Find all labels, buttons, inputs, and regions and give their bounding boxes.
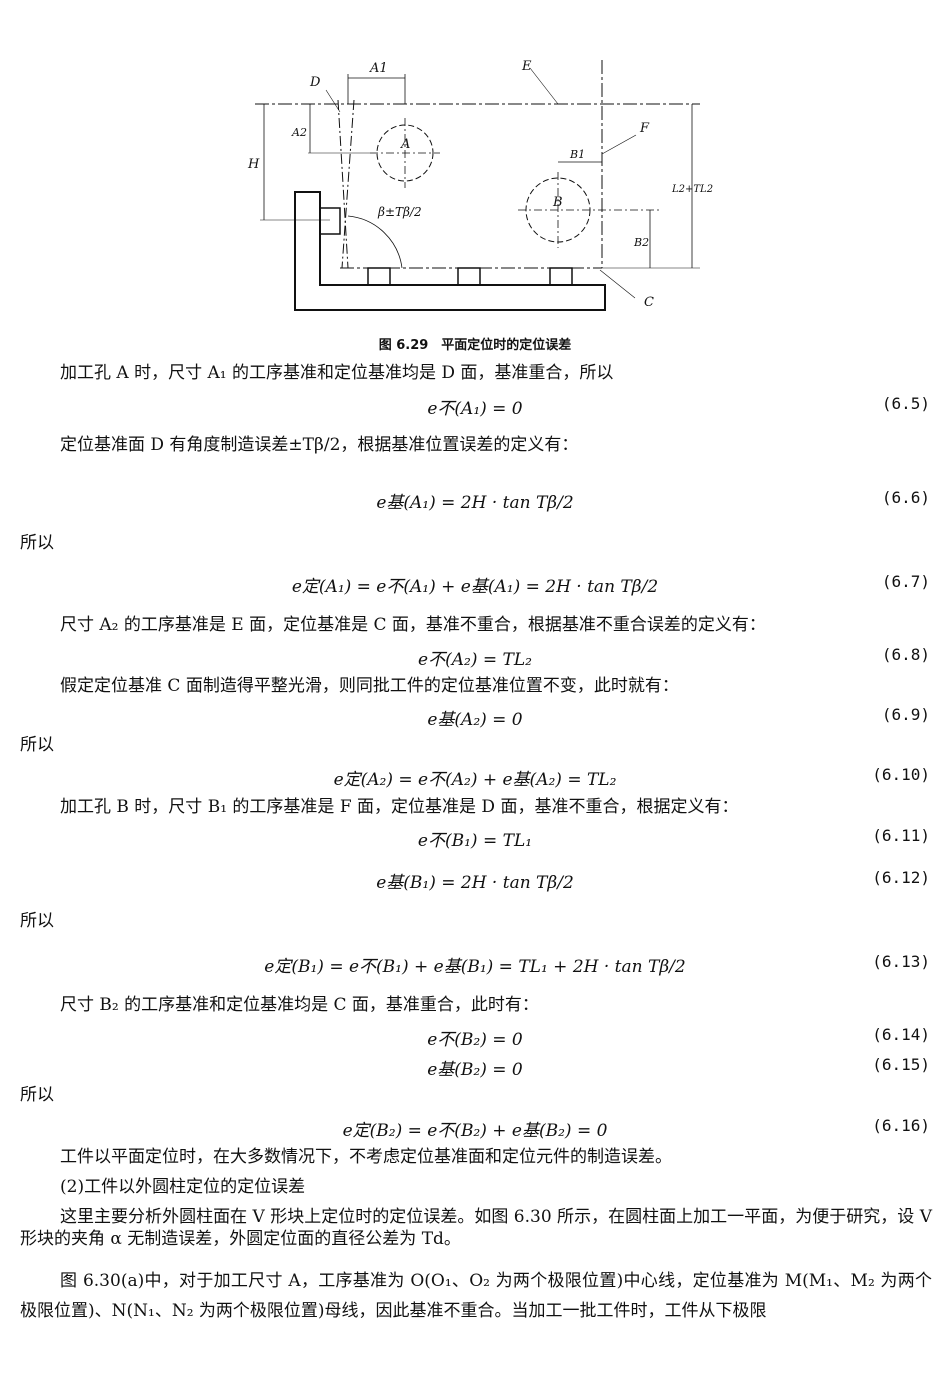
label-h: H: [247, 157, 260, 172]
paragraph-4: 假定定位基准 C 面制造得平整光滑，则同批工件的定位基准位置不变，此时就有：: [60, 676, 679, 696]
equation-body: e不(B₁) = TL₁: [417, 831, 533, 851]
equation-number: (6.9): [881, 705, 930, 724]
paragraph-5: 加工孔 B 时，尺寸 B₁ 的工序基准是 F 面，定位基准是 D 面，基准不重合…: [60, 797, 739, 817]
equation-6-10: e定(A₂) = e不(A₂) + e基(A₂) = TL₂ (6.10): [0, 765, 950, 805]
so-4: 所以: [20, 1085, 54, 1105]
equation-6-14: e不(B₂) = 0 (6.14): [0, 1025, 950, 1065]
label-beta: β±Tβ/2: [377, 205, 422, 219]
label-b2: B2: [633, 236, 649, 249]
figure-6-29: A1 D E F H A2 A B1 B B2 L2+TL2 β±Tβ/2 C: [240, 40, 720, 330]
equation-number: (6.14): [872, 1025, 930, 1044]
equation-6-7: e定(A₁) = e不(A₁) + e基(A₁) = 2H · tan Tβ/2…: [0, 572, 950, 612]
paragraph-8: (2)工件以外圆柱定位的定位误差: [60, 1177, 306, 1197]
label-c: C: [644, 295, 654, 310]
paragraph-3: 尺寸 A₂ 的工序基准是 E 面，定位基准是 C 面，基准不重合，根据基准不重合…: [60, 615, 766, 635]
equation-number: (6.15): [872, 1055, 930, 1074]
equation-number: (6.10): [872, 765, 930, 784]
figure-caption: 图 6.29 平面定位时的定位误差: [378, 338, 572, 353]
equation-number: (6.7): [881, 572, 930, 591]
label-a2: A2: [291, 126, 307, 139]
equation-body: e不(B₂) = 0: [427, 1030, 523, 1050]
equation-6-6: e基(A₁) = 2H · tan Tβ/2 (6.6): [0, 488, 950, 528]
equation-6-11: e不(B₁) = TL₁ (6.11): [0, 826, 950, 866]
equation-6-12: e基(B₁) = 2H · tan Tβ/2 (6.12): [0, 868, 950, 908]
label-b1: B1: [569, 148, 585, 161]
paragraph-1: 加工孔 A 时，尺寸 A₁ 的工序基准和定位基准均是 D 面，基准重合，所以: [60, 363, 614, 383]
so-3: 所以: [20, 911, 54, 931]
label-a1: A1: [369, 61, 388, 76]
paragraph-2: 定位基准面 D 有角度制造误差±Tβ/2，根据基准位置误差的定义有：: [60, 435, 579, 455]
equation-body: e基(B₂) = 0: [427, 1060, 523, 1080]
equation-number: (6.6): [881, 488, 930, 507]
equation-body: e基(A₁) = 2H · tan Tβ/2: [376, 493, 574, 513]
so-1: 所以: [20, 533, 54, 553]
equation-body: e不(A₂) = TL₂: [418, 650, 532, 670]
equation-6-15: e基(B₂) = 0 (6.15): [0, 1055, 950, 1095]
equation-6-9: e基(A₂) = 0 (6.9): [0, 705, 950, 745]
equation-body: e基(B₁) = 2H · tan Tβ/2: [376, 873, 574, 893]
equation-body: e不(A₁) = 0: [427, 399, 523, 419]
label-e: E: [521, 59, 532, 74]
paragraph-7: 工件以平面定位时，在大多数情况下，不考虑定位基准面和定位元件的制造误差。: [60, 1147, 672, 1167]
equation-number: (6.12): [872, 868, 930, 887]
paragraph-10: 图 6.30(a)中，对于加工尺寸 A，工序基准为 O(O₁、O₂ 为两个极限位…: [20, 1271, 932, 1321]
equation-body: e定(B₂) = e不(B₂) + e基(B₂) = 0: [342, 1121, 608, 1141]
label-b: B: [552, 195, 563, 210]
equation-6-5: e不(A₁) = 0 (6.5): [0, 394, 950, 434]
label-f: F: [639, 121, 650, 136]
equation-6-8: e不(A₂) = TL₂ (6.8): [0, 645, 950, 685]
equation-body: e定(A₁) = e不(A₁) + e基(A₁) = 2H · tan Tβ/2: [291, 577, 659, 597]
paragraph-6: 尺寸 B₂ 的工序基准和定位基准均是 C 面，基准重合，此时有：: [60, 995, 539, 1015]
equation-body: e定(B₁) = e不(B₁) + e基(B₁) = TL₁ + 2H · ta…: [264, 957, 686, 977]
paragraph-9: 这里主要分析外圆柱面在 V 形块上定位时的定位误差。如图 6.30 所示，在圆柱…: [20, 1207, 932, 1249]
equation-number: (6.8): [881, 645, 930, 664]
label-l2: L2+TL2: [671, 184, 713, 195]
equation-6-16: e定(B₂) = e不(B₂) + e基(B₂) = 0 (6.16): [0, 1116, 950, 1156]
so-2: 所以: [20, 735, 54, 755]
equation-body: e定(A₂) = e不(A₂) + e基(A₂) = TL₂: [333, 770, 617, 790]
equation-body: e基(A₂) = 0: [427, 710, 523, 730]
label-a: A: [400, 137, 410, 152]
equation-number: (6.11): [872, 826, 930, 845]
label-d: D: [309, 75, 321, 90]
equation-number: (6.16): [872, 1116, 930, 1135]
equation-6-13: e定(B₁) = e不(B₁) + e基(B₁) = TL₁ + 2H · ta…: [0, 952, 950, 992]
equation-number: (6.13): [872, 952, 930, 971]
positioning-error-diagram: A1 D E F H A2 A B1 B B2 L2+TL2 β±Tβ/2 C: [247, 59, 713, 311]
equation-number: (6.5): [881, 394, 930, 413]
